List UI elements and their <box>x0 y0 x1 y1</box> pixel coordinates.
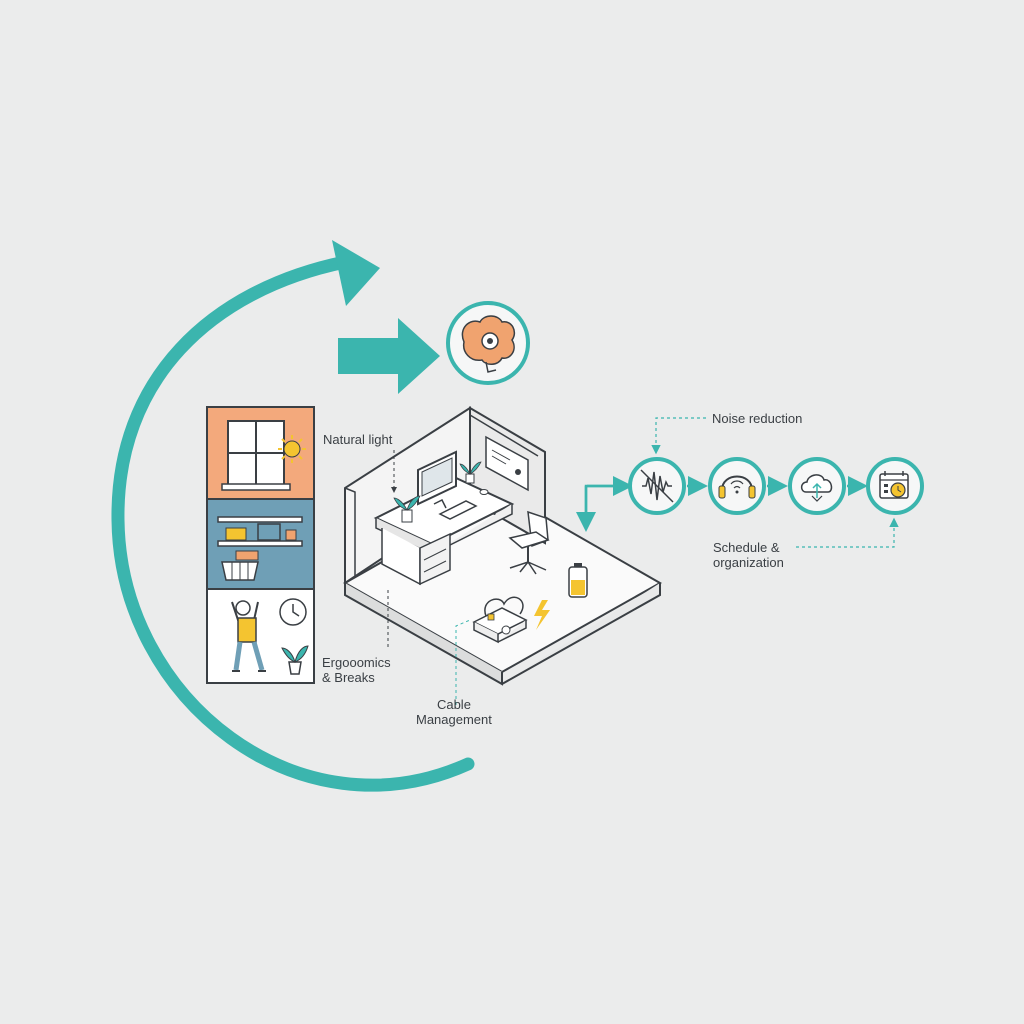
label-cable-line1: Cable <box>436 697 471 712</box>
sun-icon <box>278 435 306 463</box>
desk-plant-right <box>459 461 482 484</box>
cycle-arrow <box>111 240 475 792</box>
label-ergonomics: Ergooomics & Breaks <box>322 655 391 685</box>
battery-icon <box>568 563 588 598</box>
label-ergonomics-line1: Ergooomics <box>322 655 391 670</box>
label-ergonomics-line2: & Breaks <box>322 670 375 685</box>
headphones-icon <box>708 457 766 515</box>
brain-gear-icon <box>446 301 530 385</box>
lightning-icon <box>534 600 550 630</box>
panel-natural-light <box>206 406 315 500</box>
label-cable-line2: Management <box>416 712 492 727</box>
office-chair <box>508 510 550 575</box>
clock-icon <box>279 598 307 626</box>
stretching-person-icon <box>231 600 266 672</box>
desk-plant-left <box>393 495 421 523</box>
desk <box>373 476 515 586</box>
plant-icon <box>281 645 309 675</box>
monitor <box>417 450 457 509</box>
noise-off-icon <box>628 457 686 515</box>
keyboard <box>438 500 478 520</box>
label-noise-reduction: Noise reduction <box>712 411 803 426</box>
label-schedule: Schedule & organization <box>713 540 784 570</box>
leader-lines <box>387 450 471 705</box>
mouse <box>479 489 489 495</box>
label-cable-management: Cable Management <box>416 697 492 727</box>
label-schedule-line2: organization <box>713 555 784 570</box>
panel-organization <box>206 498 315 590</box>
calendar-clock-icon <box>866 457 924 515</box>
label-natural-light: Natural light <box>323 432 393 447</box>
cloud-sync-icon <box>788 457 846 515</box>
process-flow <box>576 417 924 548</box>
block-arrow <box>338 318 440 394</box>
cable-box <box>472 596 528 644</box>
isometric-office <box>342 406 663 686</box>
wall-board <box>485 435 529 492</box>
label-schedule-line1: Schedule & <box>713 540 780 555</box>
panel-breaks <box>206 588 315 684</box>
